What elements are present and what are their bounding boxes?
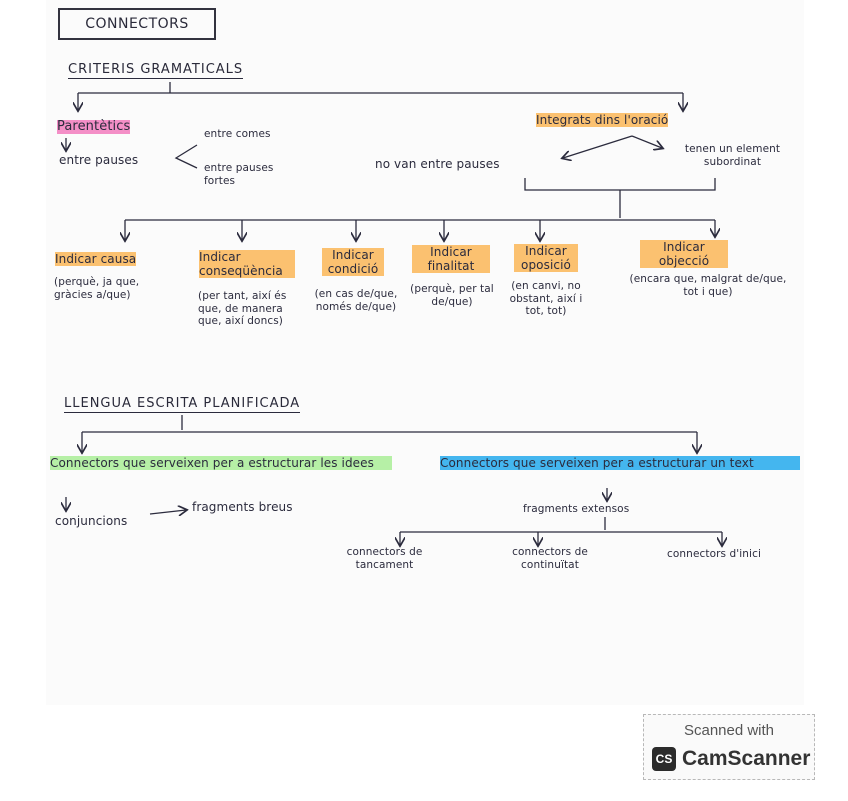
node-estructurar-idees: Connectors que serveixen per a estructur… [50,456,392,470]
category-consequencia-label: Indicar conseqüència [199,250,295,278]
node-entre-pauses: entre pauses [59,153,139,167]
node-entre-pauses-fortes: entre pauses fortes [204,162,274,187]
node-tenen-element: tenen un element subordinat [684,143,781,168]
node-conjuncions: conjuncions [55,514,128,528]
arrow-to-fragments-breus [149,510,186,514]
node-fragments-extensos: fragments extensos [523,503,630,515]
bracket-under [524,178,716,191]
section1-heading: CRITERIS GRAMATICALS [68,62,244,79]
arrow-to-tenen [631,135,662,148]
stamp-brand-name: CamScanner [682,747,811,770]
node-no-van-entre-pauses: no van entre pauses [375,157,500,171]
section2-heading: LLENGUA ESCRITA PLANIFICADA [64,396,301,413]
category-objeccio-examples: (encara que, malgrat de/que, tot i que) [629,273,787,298]
category-causa-examples: (perquè, ja que, gràcies a/que) [54,276,140,301]
brace-left [174,144,198,169]
category-condicio-label: Indicar condició [322,248,384,276]
node-parentetics: Parentètics [57,119,131,134]
node-integrats: Integrats dins l'oració [536,113,669,127]
node-connectors-continuitat: connectors de continuïtat [512,546,588,571]
arrow-to-no-van [563,135,633,158]
category-finalitat-label: Indicar finalitat [412,245,490,273]
node-entre-comes: entre comes [204,128,271,140]
stamp-scanned-with: Scanned with [683,722,775,739]
category-oposicio-label: Indicar oposició [514,244,578,272]
node-estructurar-text: Connectors que serveixen per a estructur… [440,456,800,470]
category-condicio-examples: (en cas de/que, només de/que) [314,288,398,313]
category-finalitat-examples: (perquè, per tal de/que) [410,283,494,308]
page-title: CONNECTORS [58,8,216,40]
category-objeccio-label: Indicar objecció [640,240,728,268]
paper-sheet [46,0,804,705]
node-fragments-breus: fragments breus [192,500,293,514]
category-consequencia-examples: (per tant, així és que, de manera que, a… [198,290,287,327]
camscanner-stamp: Scanned with CS CamScanner [643,714,815,780]
node-connectors-inici: connectors d'inici [667,548,761,560]
category-causa-label: Indicar causa [55,252,137,266]
category-oposicio-examples: (en canvi, no obstant, així i tot, tot) [509,280,583,317]
node-connectors-tancament: connectors de tancament [346,546,423,571]
camscanner-logo-icon: CS [652,747,676,771]
